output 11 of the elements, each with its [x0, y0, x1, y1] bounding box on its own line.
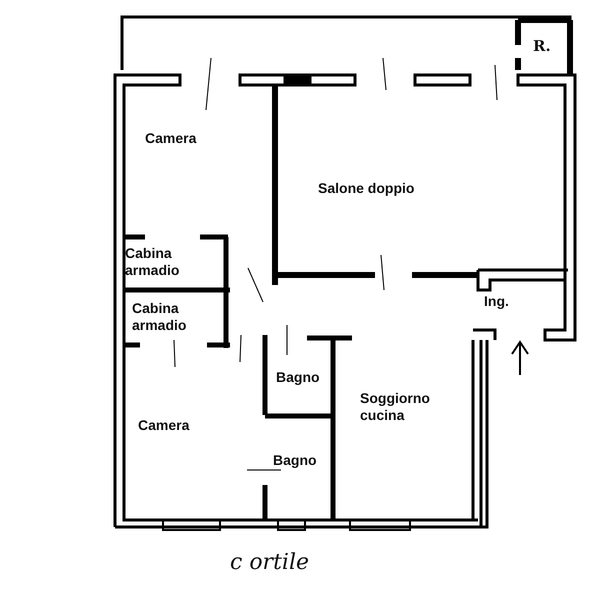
- room-label: Soggiorno cucina: [360, 390, 431, 424]
- room-label: Cabina armadio: [132, 300, 188, 334]
- room-label: Camera: [138, 417, 190, 434]
- room-label: Salone doppio: [318, 180, 414, 197]
- room-label: Cabina armadio: [125, 245, 180, 279]
- handwritten-label: R.: [533, 37, 551, 55]
- room-label: Camera: [145, 130, 196, 147]
- handwritten-label: c ortile: [230, 550, 310, 575]
- room-label: Bagno: [273, 452, 317, 469]
- room-label: Ing.: [484, 293, 509, 310]
- room-label: Bagno: [276, 369, 320, 386]
